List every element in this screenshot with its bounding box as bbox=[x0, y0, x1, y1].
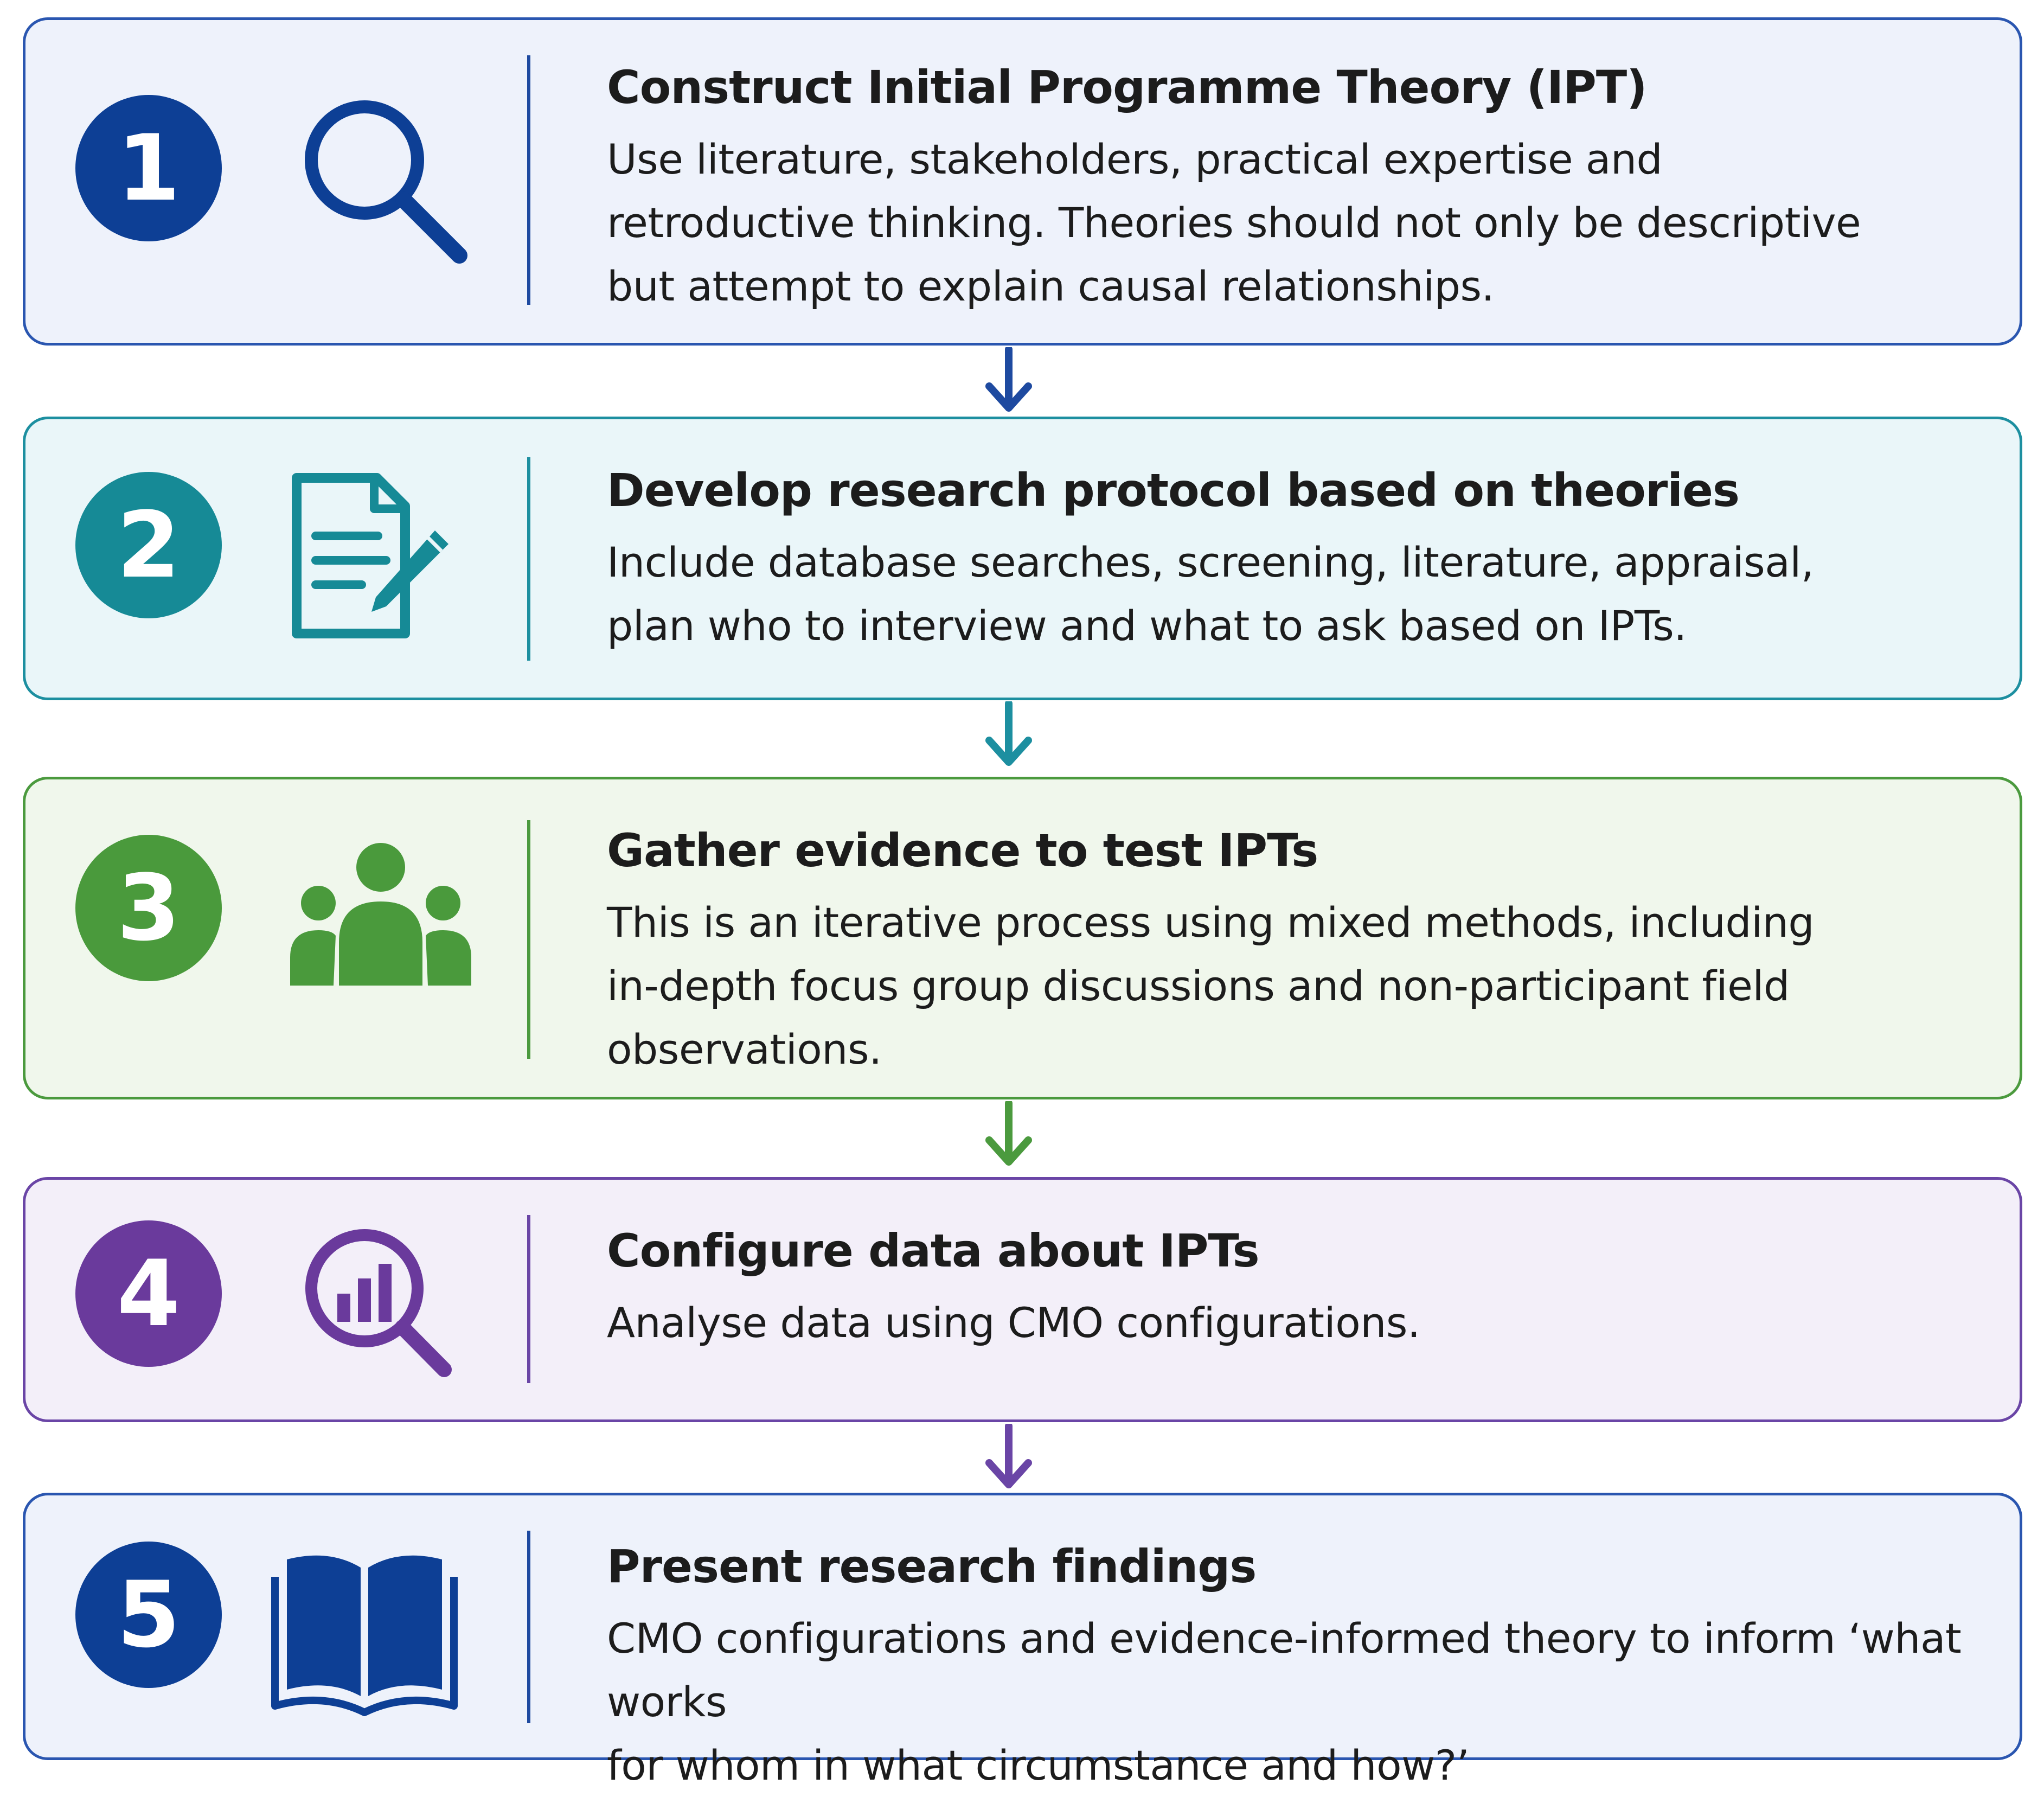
step-description-line: for whom in what circumstance and how?’ bbox=[607, 1741, 1470, 1789]
step-description-line: retroductive thinking. Theories should n… bbox=[607, 199, 1861, 247]
step-description-2: Include database searches, screening, li… bbox=[607, 530, 1995, 657]
flow-arrow-4 bbox=[985, 1424, 1032, 1488]
step-divider-3 bbox=[527, 820, 530, 1059]
step-title-5: Present research findings bbox=[607, 1540, 1257, 1593]
step-card-3: 3 Gather evidence to test IPTs This is a… bbox=[23, 777, 2022, 1099]
step-title-2: Develop research protocol based on theor… bbox=[607, 464, 1740, 517]
data-analysis-magnifier-icon bbox=[305, 1229, 452, 1377]
flow-arrow-1 bbox=[985, 347, 1032, 412]
flow-arrow-2 bbox=[985, 701, 1032, 766]
step-number-badge-2: 2 bbox=[75, 472, 222, 618]
step-description-line: plan who to interview and what to ask ba… bbox=[607, 602, 1687, 650]
step-divider-5 bbox=[527, 1531, 530, 1723]
step-description-line: observations. bbox=[607, 1025, 882, 1073]
step-number-badge-3: 3 bbox=[75, 835, 222, 981]
step-title-1: Construct Initial Programme Theory (IPT) bbox=[607, 61, 1648, 114]
step-description-1: Use literature, stakeholders, practical … bbox=[607, 127, 1995, 318]
step-description-line: but attempt to explain causal relationsh… bbox=[607, 262, 1495, 310]
step-title-3: Gather evidence to test IPTs bbox=[607, 824, 1318, 877]
step-divider-4 bbox=[527, 1215, 530, 1383]
people-group-icon bbox=[290, 843, 471, 986]
step-card-1: 1 Construct Initial Programme Theory (IP… bbox=[23, 17, 2022, 346]
step-description-5: CMO configurations and evidence-informed… bbox=[607, 1607, 1995, 1797]
step-description-line: This is an iterative process using mixed… bbox=[607, 898, 1815, 947]
step-number-badge-4: 4 bbox=[75, 1220, 222, 1367]
open-book-icon bbox=[271, 1555, 458, 1716]
step-description-line: Include database searches, screening, li… bbox=[607, 538, 1814, 586]
step-card-5: 5 Present research findings CMO configur… bbox=[23, 1493, 2022, 1789]
step-title-4: Configure data about IPTs bbox=[607, 1224, 1260, 1277]
step-description-line: Analyse data using CMO configurations. bbox=[607, 1299, 1420, 1347]
step-description-line: in-depth focus group discussions and non… bbox=[607, 962, 1790, 1010]
step-description-line: Use literature, stakeholders, practical … bbox=[607, 135, 1663, 183]
step-divider-2 bbox=[527, 457, 530, 661]
step-description-3: This is an iterative process using mixed… bbox=[607, 891, 1995, 1081]
step-card-2: 2 Develop research protocol based on the… bbox=[23, 417, 2022, 700]
flow-arrow-3 bbox=[985, 1101, 1032, 1166]
magnifier-icon bbox=[305, 100, 467, 264]
step-description-4: Analyse data using CMO configurations. bbox=[607, 1291, 1995, 1354]
step-number-badge-5: 5 bbox=[75, 1542, 222, 1688]
step-card-4: 4 Configure data about IPTs Analyse data… bbox=[23, 1177, 2022, 1422]
document-pencil-icon bbox=[292, 473, 448, 638]
step-number-badge-1: 1 bbox=[75, 95, 222, 241]
step-description-line: CMO configurations and evidence-informed… bbox=[607, 1614, 1962, 1726]
step-divider-1 bbox=[527, 55, 530, 305]
